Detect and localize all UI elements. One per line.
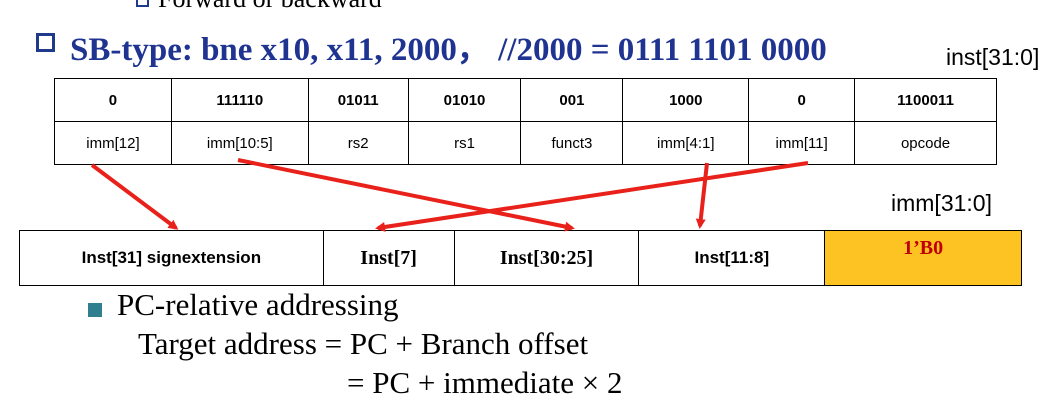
arrow-imm4-1 — [695, 162, 709, 229]
square-bullet-icon — [88, 303, 102, 317]
field-cell: funct3 — [520, 121, 624, 165]
bits-cell: 0 — [748, 78, 856, 122]
immediate-row: Inst[31] signextension Inst[7] Inst[30:2… — [19, 230, 1022, 286]
immediate-layout-table: Inst[31] signextension Inst[7] Inst[30:2… — [19, 230, 1022, 286]
imm-cell-zero-bit: 1’B0 — [824, 230, 1022, 286]
imm-cell-inst7: Inst[7] — [322, 230, 455, 286]
square-bullet-icon — [36, 33, 55, 52]
bullet-heading: PC-relative addressing — [117, 287, 399, 322]
imm-label: imm[31:0] — [891, 190, 992, 216]
arrow-imm12 — [90, 163, 179, 230]
slide-title: SB-type: bne x10, x11, 2000， //2000 = 01… — [70, 32, 827, 68]
square-bullet-icon — [136, 0, 149, 7]
field-cell: rs2 — [307, 121, 409, 165]
arrow-imm11 — [375, 161, 809, 232]
imm-cell-inst30-25: Inst[30:25] — [453, 230, 640, 286]
field-names-row: imm[12] imm[10:5] rs2 rs1 funct3 imm[4:1… — [54, 121, 997, 165]
arrow-imm10-5 — [237, 158, 575, 232]
target-address-line: Target address = PC + Branch offset — [138, 326, 589, 361]
immediate-line: = PC + immediate × 2 — [347, 365, 623, 400]
field-cell: imm[12] — [54, 121, 172, 165]
inst-label: inst[31:0] — [946, 44, 1040, 70]
bits-cell: 1000 — [622, 78, 750, 122]
field-cell: imm[4:1] — [622, 121, 750, 165]
field-cell: opcode — [854, 121, 997, 165]
bits-cell: 111110 — [170, 78, 309, 122]
imm-cell-inst11-8: Inst[11:8] — [638, 230, 826, 286]
field-cell: imm[10:5] — [170, 121, 309, 165]
previous-line-text: Forward or backward — [158, 0, 382, 14]
bits-cell: 1100011 — [854, 78, 997, 122]
imm-cell-signext: Inst[31] signextension — [19, 230, 324, 286]
instruction-format-table: 0 111110 01011 01010 001 1000 0 1100011 … — [54, 78, 997, 165]
bits-cell: 001 — [520, 78, 624, 122]
